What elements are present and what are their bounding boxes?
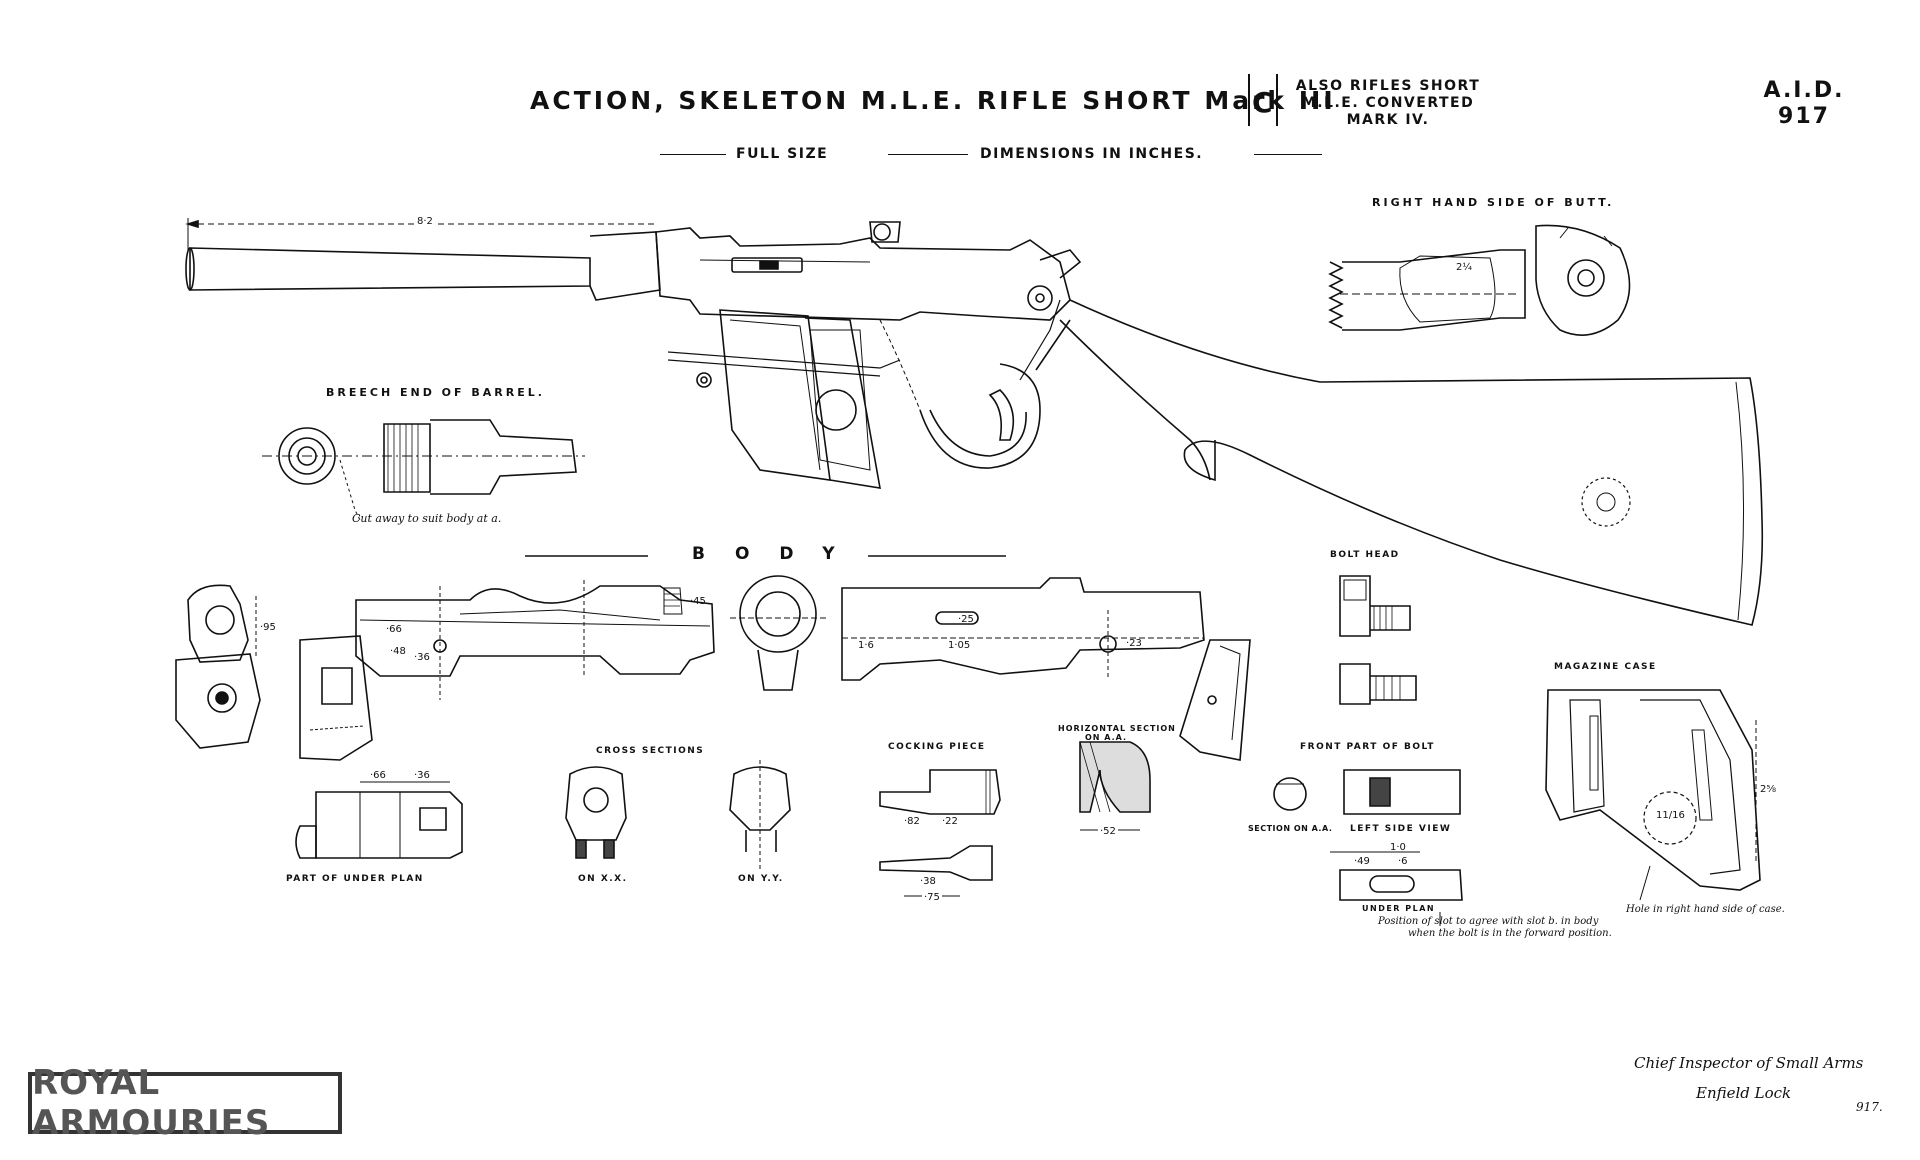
label-under-plan: UNDER PLAN	[1362, 904, 1436, 913]
dim-cocking-38: ·38	[920, 876, 936, 887]
label-body: BODY	[692, 544, 865, 564]
also-line-3: MARK IV.	[1346, 112, 1430, 128]
dimensions-label: DIMENSIONS IN INCHES.	[980, 146, 1204, 162]
label-cross-sections: CROSS SECTIONS	[596, 746, 705, 756]
body-side-view-right	[842, 578, 1250, 760]
sheet-number: 917.	[1856, 1100, 1883, 1114]
mark-letter: C	[1252, 86, 1273, 119]
dim-body-1-05: 1·05	[948, 640, 971, 651]
dim-body-25: ·25	[958, 614, 974, 625]
slot-note-1: Position of slot to agree with slot b. i…	[1378, 916, 1599, 927]
dim-body-1-6: 1·6	[858, 640, 874, 651]
full-size-label: FULL SIZE	[736, 146, 829, 162]
mark-text: Mark III	[1204, 86, 1336, 115]
dim-bolt-1-0: 1·0	[1390, 842, 1406, 853]
magazine-case	[1546, 690, 1760, 890]
label-magazine-case: MAGAZINE CASE	[1554, 662, 1657, 672]
also-line-1: ALSO RIFLES SHORT	[1295, 78, 1481, 94]
bolt-head	[1340, 576, 1416, 704]
dim-body-23: ·23	[1126, 638, 1142, 649]
dim-body-45: ·45	[690, 596, 706, 607]
dim-cocking-75: ·75	[922, 892, 942, 903]
inspector-line-1: Chief Inspector of Small Arms	[1634, 1054, 1864, 1072]
header-divider	[1276, 74, 1278, 126]
cocking-piece	[880, 770, 1000, 896]
dim-underplan-36: ·36	[414, 770, 430, 781]
rule	[888, 154, 968, 155]
body-side-view-left	[300, 580, 714, 760]
horizontal-section	[1080, 742, 1150, 830]
label-bolt-head: BOLT HEAD	[1330, 550, 1400, 560]
label-part-under-plan: PART OF UNDER PLAN	[286, 874, 424, 884]
horizontal-section-line-2: ON A.A.	[1084, 733, 1128, 742]
dim-butt-width: 2¼	[1456, 262, 1473, 273]
dim-bolt-6: ·6	[1398, 856, 1408, 867]
label-cut-away: Cut away to suit body at a.	[352, 512, 502, 525]
aid-line-1: A.I.D.	[1763, 78, 1845, 103]
dim-mag-11-16: 11/16	[1656, 810, 1685, 821]
rule	[1254, 154, 1322, 155]
body-end-view-middle	[730, 576, 826, 690]
label-right-hand-butt: RIGHT HAND SIDE OF BUTT.	[1372, 196, 1615, 209]
label-on-xx: ON X.X.	[578, 874, 628, 884]
slot-note-2: when the bolt is in the forward position…	[1408, 928, 1612, 939]
aid-number: A.I.D. 917	[1750, 78, 1858, 130]
label-cocking-piece: COCKING PIECE	[888, 742, 986, 752]
body-end-views	[176, 585, 260, 748]
breech-end-of-barrel	[262, 420, 585, 520]
dim-body-95: ·95	[260, 622, 276, 633]
header-divider	[1248, 74, 1250, 126]
dim-bolt-49: ·49	[1354, 856, 1370, 867]
label-on-yy: ON Y.Y.	[738, 874, 784, 884]
dim-mag-2-5-8: 2⅝	[1760, 784, 1777, 795]
dim-body-48: ·48	[390, 646, 406, 657]
horizontal-section-line-1: HORIZONTAL SECTION	[1058, 724, 1176, 733]
label-front-part-bolt: FRONT PART OF BOLT	[1300, 742, 1435, 752]
rule	[660, 154, 726, 155]
aid-line-2: 917	[1778, 104, 1830, 129]
label-horizontal-section: HORIZONTAL SECTION ON A.A.	[1058, 724, 1176, 742]
label-breech-end: BREECH END OF BARREL.	[326, 386, 545, 399]
butt-right-hand-side	[1330, 225, 1630, 335]
inspector-line-2: Enfield Lock	[1696, 1084, 1792, 1102]
also-note: ALSO RIFLES SHORT M.L.E. CONVERTED MARK …	[1284, 78, 1492, 129]
dim-underplan-66: ·66	[370, 770, 386, 781]
cross-sections	[566, 760, 790, 870]
dim-barrel-length: 8·2	[414, 216, 436, 227]
dim-horiz-52: ·52	[1098, 826, 1118, 837]
label-left-side-view: LEFT SIDE VIEW	[1350, 824, 1452, 834]
royal-armouries-logo: ROYAL ARMOURIES	[28, 1063, 342, 1143]
title-text: ACTION, SKELETON M.L.E. RIFLE SHORT	[530, 86, 1193, 115]
also-line-2: M.L.E. CONVERTED	[1301, 95, 1475, 111]
logo-text: ROYAL ARMOURIES	[32, 1063, 271, 1143]
hole-note: Hole in right hand side of case.	[1626, 904, 1785, 915]
drawing-title: ACTION, SKELETON M.L.E. RIFLE SHORT Mark…	[530, 86, 1336, 115]
front-part-of-bolt	[1274, 770, 1462, 900]
label-section-on-aa: SECTION ON A.A.	[1248, 824, 1333, 833]
rifle-side-elevation	[186, 218, 1080, 488]
butt-stock	[1060, 300, 1762, 625]
dim-cocking-22: ·22	[942, 816, 958, 827]
dim-cocking-82: ·82	[904, 816, 920, 827]
dim-body-36: ·36	[414, 652, 430, 663]
dim-body-66: ·66	[386, 624, 402, 635]
part-of-under-plan	[296, 782, 462, 858]
